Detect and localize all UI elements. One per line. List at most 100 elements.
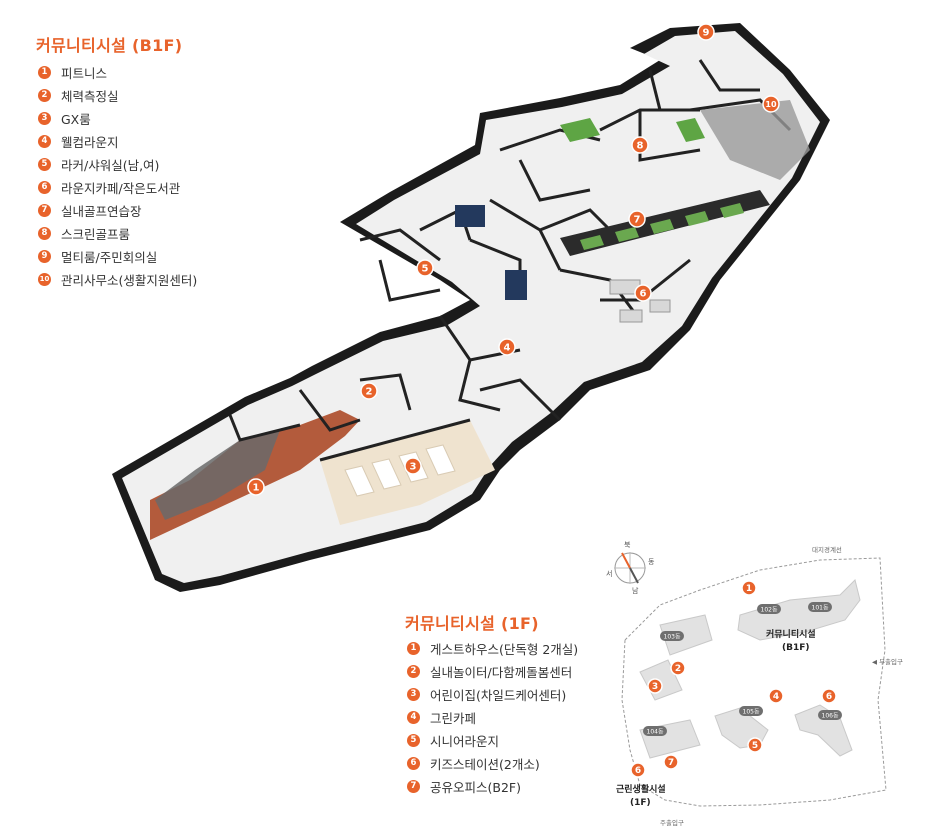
legend-label: GX룸 (61, 112, 91, 127)
building-tag (808, 602, 832, 612)
legend-number-badge: 7 (407, 780, 420, 793)
location-pin (634, 284, 652, 302)
legend-number-badge: 7 (38, 204, 51, 217)
location-pin-number: 6 (640, 289, 647, 300)
fitness-floor-dark (155, 430, 280, 520)
building-tag-label: 103동 (664, 634, 681, 641)
legend-item: 2 실내놀이터/다함께돌봄센터 (407, 660, 578, 683)
legend-number-badge: 3 (407, 688, 420, 701)
location-pin (498, 338, 516, 356)
location-pin-number: 4 (504, 343, 511, 354)
legend-label: 게스트하우스(단독형 2개실) (430, 642, 579, 657)
legend-item: 6 키즈스테이션(2개소) (407, 752, 578, 775)
boundary-label: 대지경계선 (812, 545, 842, 554)
location-pin (697, 23, 715, 41)
location-pin-number: 10 (765, 100, 777, 109)
lounge-furniture (609, 279, 671, 323)
location-pin (741, 580, 757, 596)
location-pin (630, 762, 646, 778)
legend-number-badge: 6 (407, 757, 420, 770)
legend-label: 시니어라운지 (430, 734, 500, 749)
legend-item: 8 스크린골프룸 (38, 222, 197, 245)
legend-number-badge: 10 (38, 273, 51, 286)
location-pin (821, 688, 837, 704)
building-tag-label: 104동 (647, 729, 664, 736)
building-tag (818, 710, 842, 720)
location-pin (670, 660, 686, 676)
legend-item: 4 그린카페 (407, 706, 578, 729)
legend-item: 3 GX룸 (38, 107, 197, 130)
legend-number-badge: 2 (407, 665, 420, 678)
building-tag-label: 101동 (812, 605, 829, 612)
legend-label: 멀티룸/주민회의실 (61, 250, 158, 265)
main-entrance-label: 주출입구 (660, 818, 684, 827)
location-pin-number: 1 (253, 483, 260, 494)
location-pin (631, 136, 649, 154)
legend-item: 3 어린이집(차일드케어센터) (407, 683, 578, 706)
legend-label: 어린이집(차일드케어센터) (430, 688, 567, 703)
compass-east: 동 (648, 558, 655, 566)
golf-practice-mats (580, 203, 744, 250)
legend-item: 9 멀티룸/주민회의실 (38, 245, 197, 268)
location-pin-number: 3 (410, 462, 417, 473)
compass-west: 서 (606, 569, 612, 578)
locker-block (455, 205, 485, 227)
legend-label: 피트니스 (61, 66, 108, 81)
location-pin-number: 7 (634, 215, 641, 226)
legend-number-badge: 5 (38, 158, 51, 171)
legend-number-badge: 4 (407, 711, 420, 724)
location-pin (663, 754, 679, 770)
legend-label: 체력측정실 (61, 89, 119, 104)
legend-label: 실내골프연습장 (61, 204, 142, 219)
gx-room-mats (344, 444, 456, 497)
legend-number-badge: 8 (38, 227, 51, 240)
location-pin-number: 2 (366, 387, 373, 398)
compass-north: 북 (624, 541, 631, 549)
legend-label: 웰컴라운지 (61, 135, 119, 150)
location-pin (404, 457, 422, 475)
legend-number-badge: 6 (38, 181, 51, 194)
legend-label: 실내놀이터/다함께돌봄센터 (430, 665, 573, 680)
retail-label-floor: (1F) (630, 798, 651, 808)
legend-number-badge: 2 (38, 89, 51, 102)
building-tag-label: 105동 (743, 709, 760, 716)
legend-number-badge: 3 (38, 112, 51, 125)
location-pin (247, 478, 265, 496)
building-tag-label: 106동 (822, 713, 839, 720)
legend-item: 1 게스트하우스(단독형 2개실) (407, 637, 578, 660)
location-pin-number: 7 (668, 758, 674, 768)
location-pin-number: 6 (635, 766, 641, 776)
f1-title: 커뮤니티시설 (1F) (405, 614, 539, 633)
compass: 북 동 남 서 (606, 541, 655, 595)
legend-label: 스크린골프룸 (61, 227, 131, 242)
location-pin-number: 2 (675, 664, 681, 674)
building-tag (739, 706, 763, 716)
legend-number-badge: 5 (407, 734, 420, 747)
building-tag (757, 604, 781, 614)
locker-block (505, 270, 527, 300)
location-pin-number: 5 (422, 264, 429, 275)
gx-room-floor (320, 420, 495, 525)
location-pin (628, 210, 646, 228)
fitness-floor (150, 410, 360, 540)
legend-label: 그린카페 (430, 711, 477, 726)
location-pin (768, 688, 784, 704)
location-pin-number: 4 (773, 692, 779, 702)
community-label: 커뮤니티시설 (766, 628, 816, 640)
location-pin-number: 6 (826, 692, 832, 702)
location-pin-number: 3 (652, 682, 658, 692)
location-pin (762, 95, 780, 113)
screen-golf-green (676, 118, 705, 142)
legend-item: 2 체력측정실 (38, 84, 197, 107)
legend-number-badge: 1 (407, 642, 420, 655)
legend-label: 키즈스테이션(2개소) (430, 757, 540, 772)
location-pin (360, 382, 378, 400)
legend-number-badge: 9 (38, 250, 51, 263)
location-pin (416, 259, 434, 277)
buildings (639, 579, 861, 759)
